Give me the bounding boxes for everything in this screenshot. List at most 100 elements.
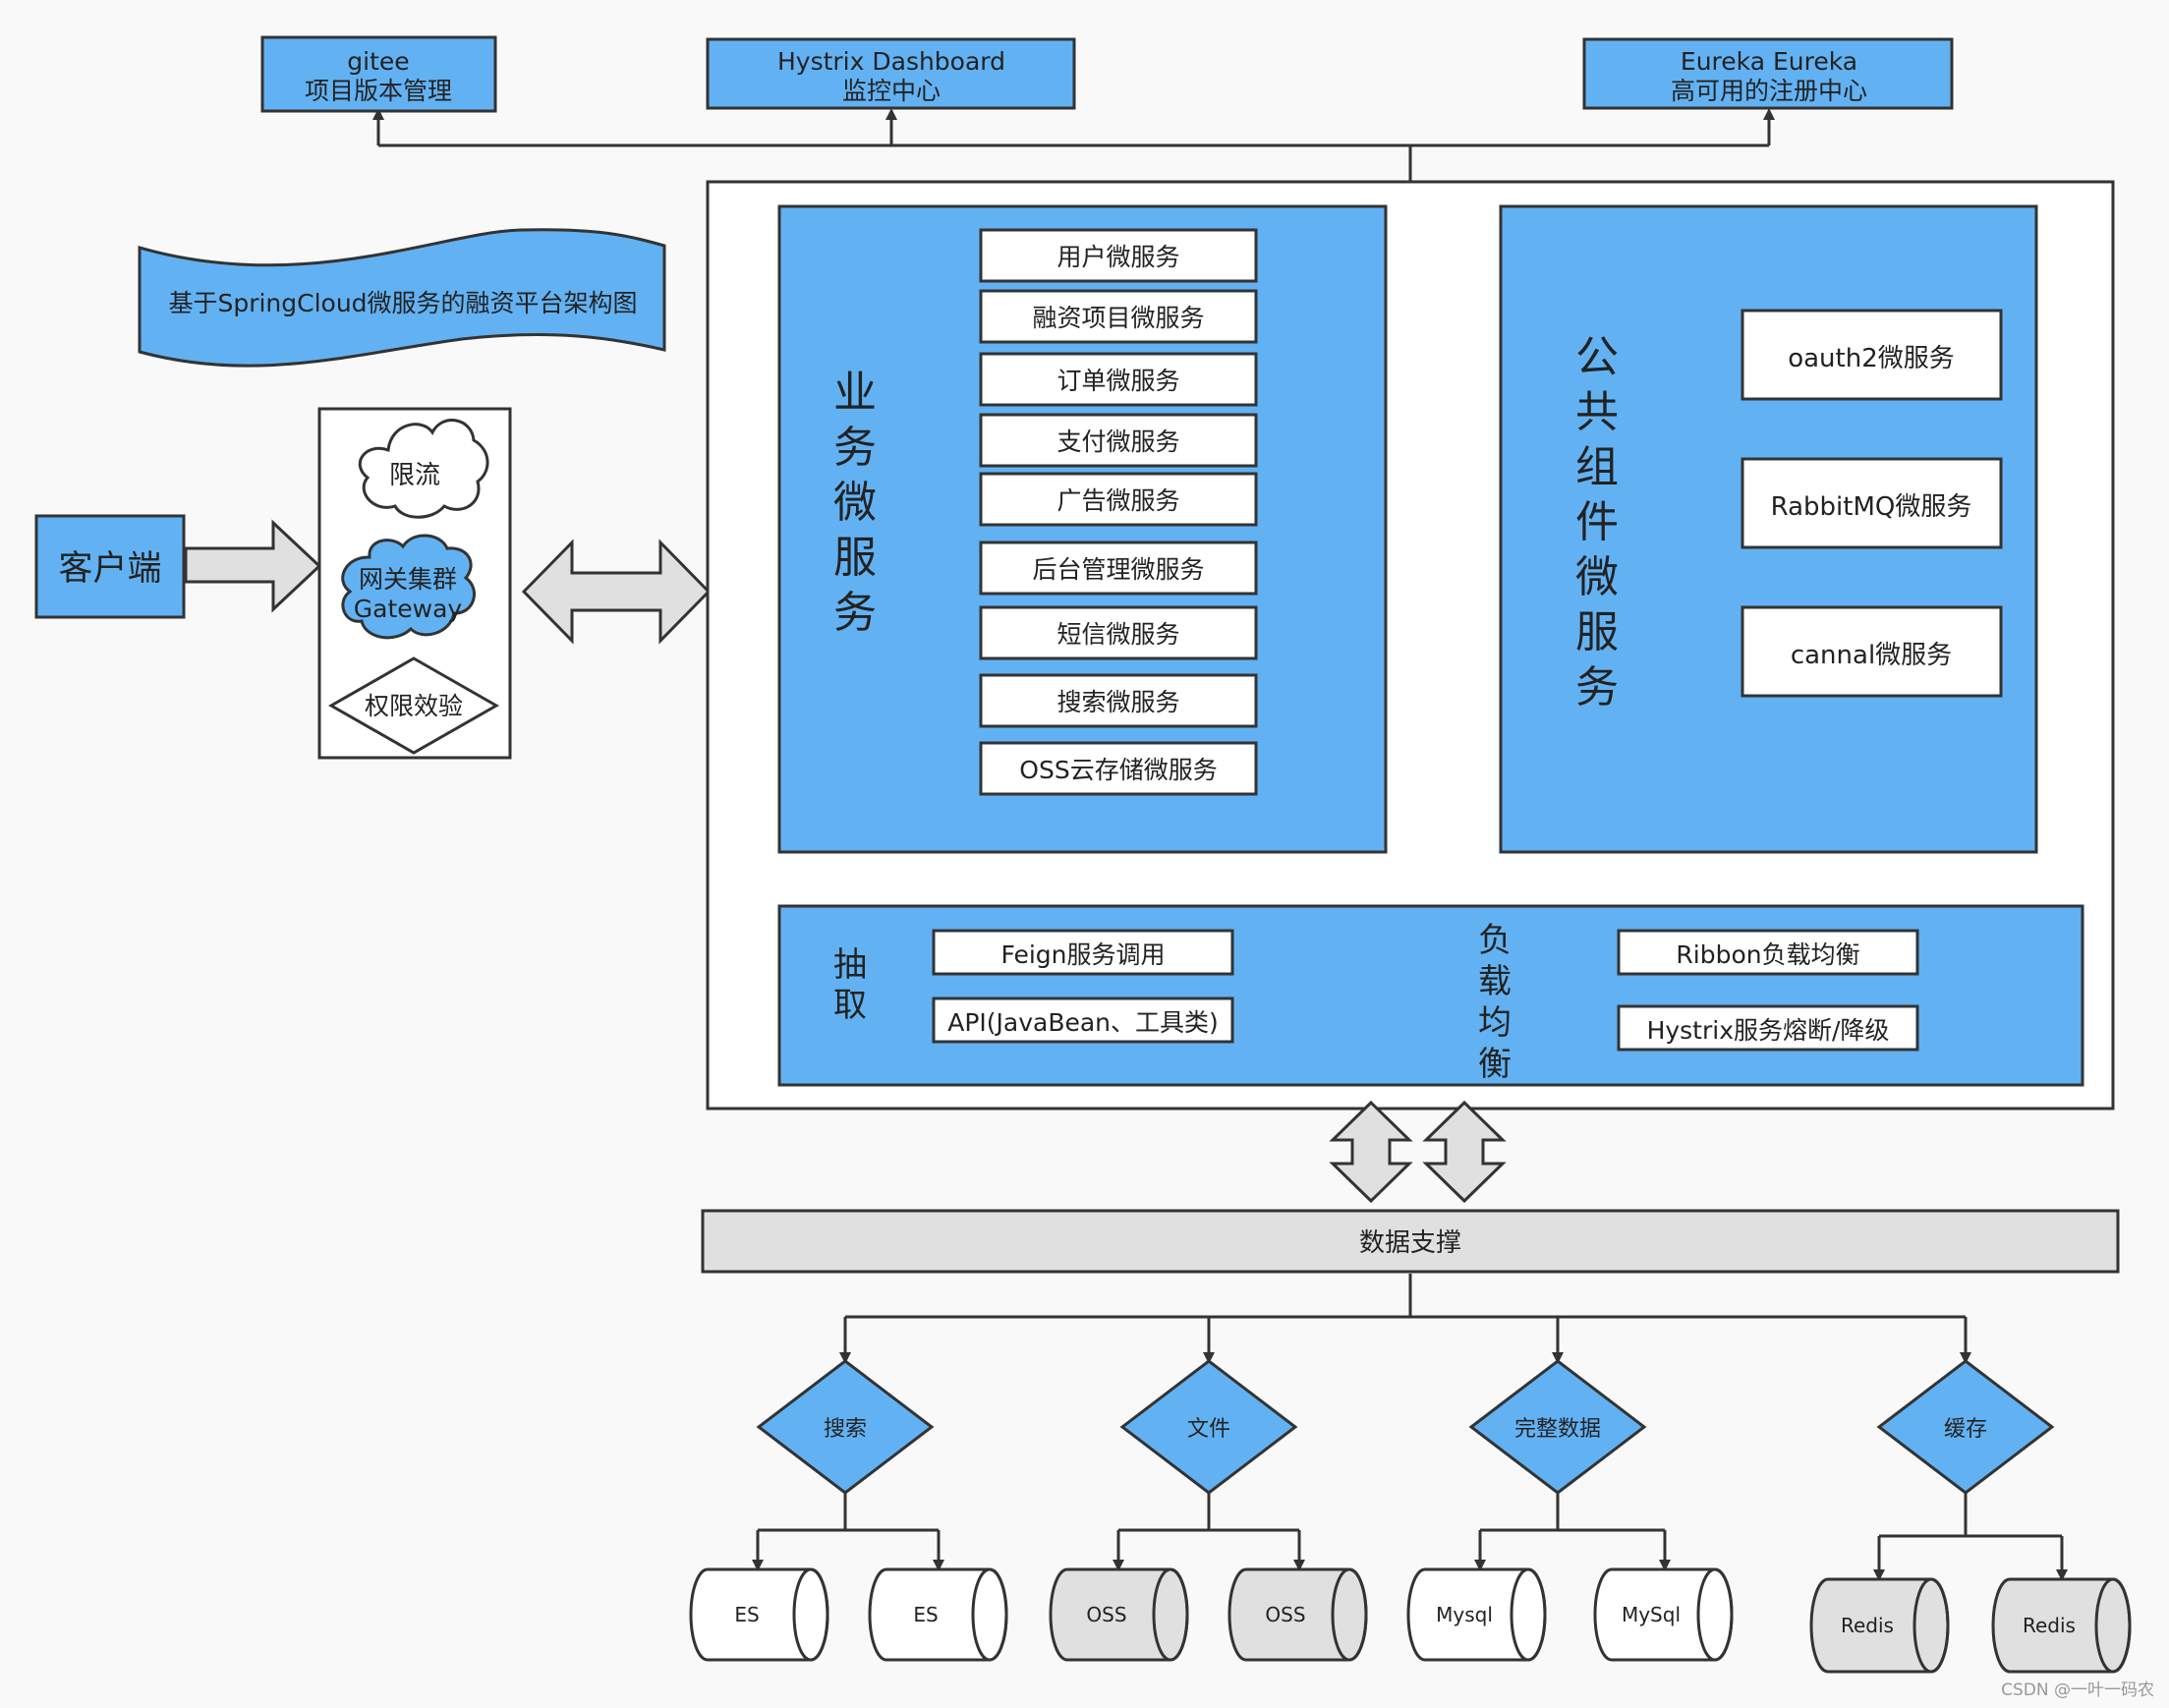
- service-label: 用户微服务: [1056, 243, 1179, 271]
- business-title-char: 务: [833, 423, 877, 473]
- gateway-panel: 限流 网关集群 Gateway 权限效验: [317, 407, 512, 760]
- common-service-label: cannal微服务: [1791, 641, 1952, 670]
- auth-check-label: 权限效验: [365, 692, 463, 720]
- business-title-char: 服: [833, 533, 877, 583]
- data-store-label: ES: [913, 1603, 938, 1626]
- data-store-label: OSS: [1265, 1603, 1305, 1626]
- data-support-label: 数据支撑: [1359, 1228, 1461, 1258]
- gateway-cluster-cloud: 网关集群 Gateway: [341, 534, 476, 640]
- top-service-eureka: Eureka Eureka 高可用的注册中心: [1582, 37, 1954, 110]
- data-store-cylinder: OSS: [1227, 1567, 1368, 1662]
- auth-check-diamond: 权限效验: [327, 656, 500, 755]
- data-group-label: 完整数据: [1514, 1417, 1601, 1442]
- service-item: 广告微服务: [979, 472, 1258, 527]
- common-title-char: 服: [1575, 607, 1619, 657]
- top-service-line2: 监控中心: [842, 77, 941, 105]
- service-label: 广告微服务: [1056, 486, 1179, 515]
- data-group-search: 搜索 ES ES: [689, 1359, 1008, 1662]
- common-service-item: cannal微服务: [1741, 605, 2003, 698]
- load-balance-title-char: 负: [1478, 921, 1512, 960]
- middleware-band: 抽 取 Feign服务调用 API(JavaBean、工具类) 负 载 均 衡 …: [777, 904, 2084, 1087]
- common-title-char: 微: [1575, 552, 1619, 602]
- service-label: 订单微服务: [1056, 367, 1179, 395]
- common-components-panel: 公 共 组 件 微 服 务 oauth2微服务 RabbitMQ微服务 cann…: [1499, 204, 2038, 854]
- data-store-label: OSS: [1086, 1603, 1126, 1626]
- top-service-line2: 项目版本管理: [305, 77, 452, 105]
- vertical-double-arrows: [1329, 1100, 1507, 1204]
- extract-item: Feign服务调用: [932, 929, 1234, 976]
- load-balance-title-char: 衡: [1478, 1045, 1512, 1084]
- data-store-cylinder: Mysql: [1406, 1567, 1547, 1662]
- data-group-files: 文件 OSS OSS: [1049, 1359, 1368, 1662]
- data-store-cylinder: ES: [868, 1567, 1008, 1662]
- service-label: 支付微服务: [1056, 427, 1179, 456]
- rate-limit-label: 限流: [389, 461, 440, 490]
- common-title-char: 共: [1575, 387, 1619, 437]
- load-balance-title-char: 载: [1478, 962, 1512, 1001]
- common-title-char: 件: [1575, 497, 1619, 547]
- common-title-char: 公: [1575, 332, 1619, 382]
- data-store-label: Redis: [1841, 1614, 1894, 1637]
- gateway-cluster-line2: Gateway: [354, 595, 463, 623]
- service-item: 融资项目微服务: [979, 289, 1258, 344]
- top-service-line1: Eureka Eureka: [1681, 47, 1857, 76]
- extract-item-label: Feign服务调用: [1000, 940, 1165, 969]
- data-store-cylinder: OSS: [1049, 1567, 1189, 1662]
- extract-item: API(JavaBean、工具类): [932, 996, 1234, 1044]
- common-service-item: RabbitMQ微服务: [1741, 457, 2003, 549]
- client-box: 客户端: [34, 514, 186, 619]
- data-support-bar: 数据支撑: [701, 1209, 2120, 1274]
- data-support-connectors: [839, 1274, 1971, 1364]
- top-service-line1: Hystrix Dashboard: [777, 47, 1005, 76]
- data-store-cylinder: ES: [689, 1567, 829, 1662]
- data-group-label: 文件: [1187, 1417, 1230, 1442]
- business-title-char: 务: [833, 588, 877, 638]
- service-item: OSS云存储微服务: [979, 741, 1258, 796]
- service-label: 融资项目微服务: [1032, 304, 1204, 332]
- common-title-char: 务: [1575, 662, 1619, 712]
- gateway-main-double-arrow: [521, 539, 712, 645]
- data-store-label: Redis: [2023, 1614, 2076, 1637]
- service-item: 用户微服务: [979, 228, 1258, 283]
- common-title-char: 组: [1575, 442, 1619, 492]
- data-group-full-data: 完整数据 Mysql MySql: [1406, 1359, 1734, 1662]
- load-balance-item-label: Hystrix服务熔断/降级: [1647, 1016, 1890, 1045]
- data-store-label: ES: [734, 1603, 759, 1626]
- data-group-cache: 缓存 Redis Redis: [1809, 1359, 2132, 1674]
- business-services-panel: 业 务 微 服 务 用户微服务 融资项目微服务 订单微服务 支付微服务 广告微服…: [777, 204, 1388, 854]
- service-item: 短信微服务: [979, 605, 1258, 660]
- service-label: 后台管理微服务: [1032, 555, 1204, 584]
- top-service-gitee: gitee 项目版本管理: [260, 35, 497, 113]
- client-to-gateway-arrow: [184, 519, 322, 613]
- extract-title-char: 抽: [833, 945, 867, 985]
- common-service-label: oauth2微服务: [1788, 344, 1955, 373]
- data-store-label: MySql: [1622, 1603, 1681, 1626]
- data-store-cylinder: Redis: [1991, 1577, 2132, 1674]
- service-item: 后台管理微服务: [979, 541, 1258, 596]
- load-balance-title-char: 均: [1478, 1003, 1512, 1043]
- client-label: 客户端: [58, 549, 161, 589]
- service-label: OSS云存储微服务: [1019, 756, 1217, 784]
- data-store-label: Mysql: [1436, 1603, 1493, 1626]
- data-group-label: 缓存: [1944, 1417, 1987, 1442]
- load-balance-item: Ribbon负载均衡: [1617, 929, 1919, 976]
- watermark-text: CSDN @一叶一码农: [2001, 1680, 2154, 1700]
- business-title-char: 业: [833, 368, 877, 418]
- gateway-cluster-line1: 网关集群: [359, 565, 457, 594]
- extract-title-char: 取: [833, 986, 867, 1025]
- common-service-item: oauth2微服务: [1741, 309, 2003, 401]
- service-item: 订单微服务: [979, 352, 1258, 407]
- diagram-title: 基于SpringCloud微服务的融资平台架构图: [168, 289, 637, 317]
- service-item: 搜索微服务: [979, 673, 1258, 728]
- extract-item-label: API(JavaBean、工具类): [947, 1008, 1219, 1037]
- business-title-char: 微: [833, 478, 877, 528]
- load-balance-item-label: Ribbon负载均衡: [1676, 940, 1859, 969]
- data-group-label: 搜索: [824, 1417, 867, 1442]
- top-service-hystrix-dashboard: Hystrix Dashboard 监控中心: [706, 37, 1076, 110]
- diagram-title-banner: 基于SpringCloud微服务的融资平台架构图: [138, 228, 666, 368]
- common-service-label: RabbitMQ微服务: [1771, 492, 1972, 522]
- data-store-cylinder: MySql: [1593, 1567, 1734, 1662]
- top-connectors: [372, 108, 1775, 182]
- service-label: 搜索微服务: [1056, 688, 1179, 716]
